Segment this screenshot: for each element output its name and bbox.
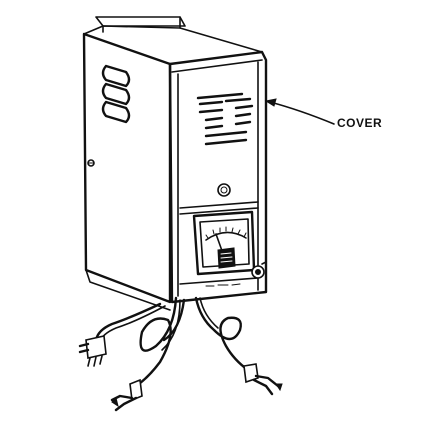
louver-3 bbox=[101, 100, 131, 124]
label-strip bbox=[205, 283, 241, 287]
adjust-knob bbox=[251, 261, 267, 279]
front-cover bbox=[168, 50, 268, 304]
center-lead bbox=[162, 298, 186, 342]
mounting-flange bbox=[95, 16, 186, 33]
louver-1 bbox=[101, 64, 131, 88]
indicator-lamp bbox=[217, 183, 231, 197]
cabinet-side-panel bbox=[82, 25, 263, 311]
power-cord bbox=[78, 302, 166, 367]
logo-emblem bbox=[196, 92, 254, 146]
panel-meter bbox=[192, 210, 256, 276]
cover-callout-label: COVER bbox=[337, 116, 383, 130]
test-lead-right bbox=[194, 296, 283, 396]
meter-scale bbox=[205, 231, 247, 241]
louver-2 bbox=[101, 82, 131, 106]
cover-leader-line bbox=[264, 98, 335, 125]
